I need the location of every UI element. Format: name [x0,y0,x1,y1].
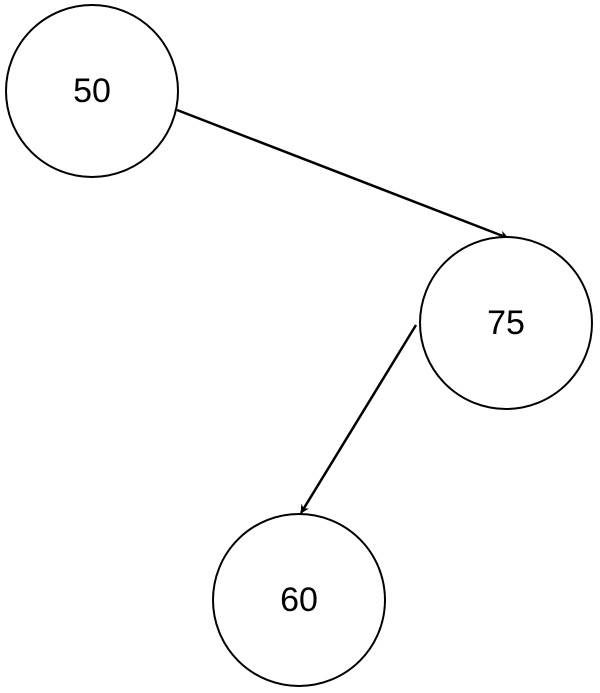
node-circle [419,236,593,410]
node-circle [5,4,179,178]
node-label: 60 [280,581,318,619]
node-circle [212,513,386,687]
node-label: 50 [73,72,111,110]
tree-node-50: 50 [5,4,179,178]
edge-50-to-75 [176,108,509,240]
tree-node-60: 60 [212,513,386,687]
edge-75-to-60 [299,324,418,514]
node-label: 75 [487,304,525,342]
tree-node-75: 75 [419,236,593,410]
